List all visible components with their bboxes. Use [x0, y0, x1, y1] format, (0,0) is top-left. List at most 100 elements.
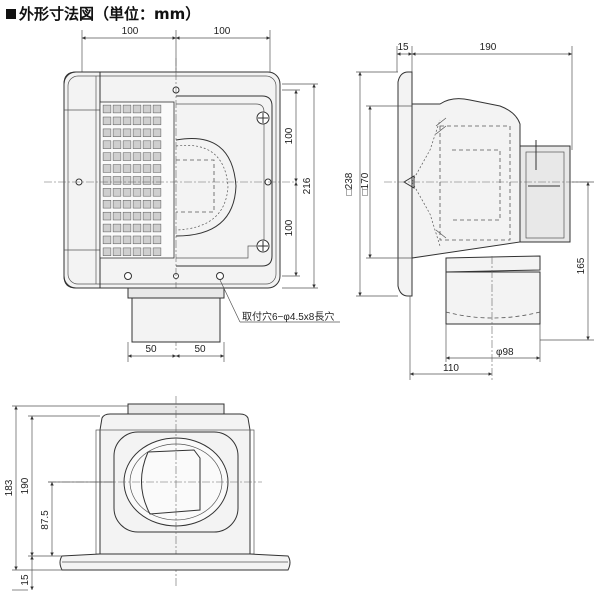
title-text: 外形寸法図（単位：mm）	[19, 5, 201, 23]
side-motor-box	[519, 145, 571, 243]
grille-cell	[112, 104, 122, 114]
grille-cell	[102, 164, 112, 173]
grille-cell	[132, 104, 142, 114]
fan-scroll	[175, 138, 237, 237]
side-housing	[411, 98, 521, 259]
grille-cell	[112, 116, 122, 126]
dim-front-flange: 15	[20, 574, 31, 586]
grille-cell	[122, 247, 132, 256]
grille-cell	[142, 116, 152, 126]
grille-cell	[112, 247, 122, 256]
grille-cell	[152, 152, 162, 161]
grille-cell	[142, 140, 152, 149]
dim-side-offset: 110	[443, 363, 459, 374]
grille	[99, 101, 175, 259]
grille-cell	[142, 128, 152, 137]
mount-screw-bottom-right	[256, 239, 270, 253]
grille-cell	[142, 235, 152, 245]
grille-cell	[152, 247, 162, 256]
grille-cell	[112, 164, 122, 173]
drawing-title: 外形寸法図（単位：mm）	[6, 3, 200, 24]
grille-cell	[102, 116, 112, 126]
grille-cell	[132, 247, 142, 256]
grille-cell	[152, 188, 162, 197]
grille-cell	[152, 140, 162, 149]
grille-cell	[132, 188, 142, 197]
duct-pipe	[131, 297, 221, 343]
grille-cell	[122, 128, 132, 137]
grille-cell	[122, 188, 132, 197]
grille-cell	[142, 211, 152, 221]
grille-cell	[142, 176, 152, 185]
grille-cell	[132, 152, 142, 161]
grille-cell	[122, 176, 132, 185]
grille-cell	[102, 247, 112, 256]
dim-side-square-inner: □170	[360, 172, 371, 195]
bottom-view-damper	[140, 449, 201, 515]
grille-cell	[142, 247, 152, 256]
dim-side-square-outer: □238	[344, 172, 355, 195]
dim-duct-left: 50	[145, 344, 157, 355]
grille-cell	[122, 223, 132, 233]
grille-cell	[132, 200, 142, 209]
side-view: 15 190	[344, 42, 594, 380]
grille-cell	[122, 140, 132, 149]
grille-cell	[142, 164, 152, 173]
grille-cell	[122, 211, 132, 221]
side-duct-pipe	[445, 271, 541, 325]
grille-cell	[152, 104, 162, 114]
bottom-view: 183 190 87.5 15	[4, 396, 291, 591]
grille-cell	[122, 164, 132, 173]
grille-cell	[112, 152, 122, 161]
grille-cell	[112, 140, 122, 149]
grille-cell	[112, 188, 122, 197]
dim-height-upper: 100	[284, 127, 295, 144]
grille-cell	[112, 223, 122, 233]
grille-cell	[152, 200, 162, 209]
grille-cell	[112, 200, 122, 209]
grille-cell	[152, 223, 162, 233]
grille-cell	[102, 200, 112, 209]
grille-cell	[132, 140, 142, 149]
grille-cell	[152, 235, 162, 245]
grille-cell	[132, 128, 142, 137]
grille-cell	[142, 188, 152, 197]
grille-cell	[132, 176, 142, 185]
dim-side-duct-diameter: φ98	[496, 347, 514, 358]
dim-top-right-width: 100	[214, 26, 231, 37]
side-flange-plate	[397, 71, 413, 297]
grille-cell	[122, 104, 132, 114]
dim-side-duct-height: 165	[576, 257, 587, 274]
dim-height-lower: 100	[284, 219, 295, 236]
dim-front-center-height: 87.5	[40, 510, 51, 530]
grille-cell	[122, 116, 132, 126]
grille-cell	[142, 104, 152, 114]
dim-height-total: 216	[302, 177, 313, 194]
title-square-icon	[6, 9, 16, 19]
grille-cell	[152, 211, 162, 221]
grille-cell	[152, 176, 162, 185]
grille-cell	[132, 235, 142, 245]
mount-hole-bottom-right	[216, 272, 224, 280]
grille-cell	[122, 200, 132, 209]
grille-cell	[122, 152, 132, 161]
mount-hole-bottom-left	[124, 272, 132, 280]
grille-cell	[132, 116, 142, 126]
mount-hole-note: 取付穴6−φ4.5x8長穴	[242, 310, 334, 323]
grille-cell	[102, 128, 112, 137]
dim-side-flange: 15	[397, 42, 409, 53]
grille-cell	[112, 235, 122, 245]
dim-side-depth: 190	[480, 42, 497, 53]
side-duct-collar	[445, 255, 541, 273]
grille-cell	[102, 152, 112, 161]
grille-cell	[102, 104, 112, 114]
grille-cell	[102, 235, 112, 245]
grille-cell	[102, 211, 112, 221]
dim-duct-right: 50	[194, 344, 206, 355]
grille-cell	[132, 211, 142, 221]
grille-cell	[152, 164, 162, 173]
grille-cell	[102, 176, 112, 185]
grille-cell	[112, 176, 122, 185]
grille-cell	[142, 223, 152, 233]
